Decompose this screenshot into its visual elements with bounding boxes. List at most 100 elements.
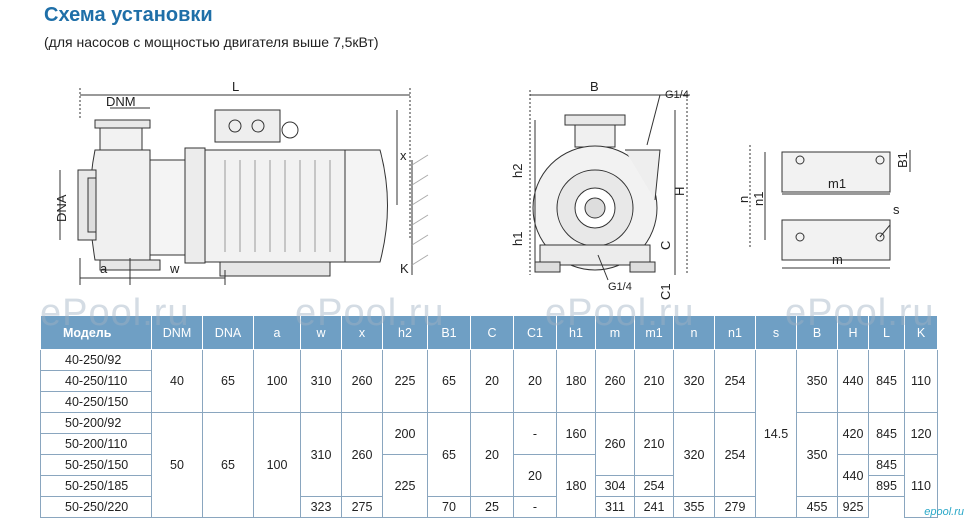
cell-a: 100 xyxy=(253,412,301,518)
cell-m1: 210 xyxy=(634,412,674,476)
cell-c1: - xyxy=(513,496,557,518)
cell-n: 320 xyxy=(673,349,715,413)
header-a: a xyxy=(253,315,301,350)
header-h1: h1 xyxy=(556,315,596,350)
cell-a: 100 xyxy=(253,349,301,413)
watermark: ePool.ru xyxy=(785,292,935,334)
watermark: ePool.ru xyxy=(545,292,695,334)
cell-b: 350 xyxy=(796,412,838,497)
dim-a: a xyxy=(100,261,108,276)
watermark: ePool.ru xyxy=(40,292,190,334)
cell-l: 845 xyxy=(868,454,905,476)
cell-dna: 65 xyxy=(202,412,254,518)
cell-x: 260 xyxy=(341,349,383,413)
watermark: ePool.ru xyxy=(295,292,445,334)
cell-b1: 65 xyxy=(427,349,471,413)
cell-l: 845 xyxy=(868,412,905,455)
model-cell: 40-250/150 xyxy=(40,391,152,413)
dim-h2: h2 xyxy=(510,164,525,178)
cell-b: 350 xyxy=(796,349,838,413)
cell-b1: 65 xyxy=(427,412,471,497)
dim-B: B xyxy=(590,79,599,94)
cell-c: 20 xyxy=(470,412,514,497)
cell-dnm: 50 xyxy=(151,412,203,518)
cell-m: 304 xyxy=(595,475,635,497)
cell-n1: 279 xyxy=(714,496,756,518)
header-w: w xyxy=(300,315,342,350)
cell-m: 260 xyxy=(595,412,635,476)
dim-DNA: DNA xyxy=(54,194,69,222)
cell-l: 895 xyxy=(868,475,905,497)
dim-G14-top: G1/4 xyxy=(665,89,689,101)
header-m: m xyxy=(595,315,635,350)
model-cell: 50-250/220 xyxy=(40,496,152,518)
cell-m: 311 xyxy=(595,496,635,518)
cell-h2: 225 xyxy=(382,349,428,413)
dim-n: n xyxy=(736,196,751,203)
cell-h2: 200 xyxy=(382,412,428,455)
cell-k: 110 xyxy=(904,349,938,413)
cell-h1: 180 xyxy=(556,454,596,518)
header-model: Модель xyxy=(40,315,152,350)
watermark-small: epool.ru xyxy=(924,506,964,518)
table-header-row: Модель DNM DNA a w x h2 B1 C C1 h1 m m1 … xyxy=(40,315,938,350)
cell-n1: 254 xyxy=(714,412,756,497)
dim-C1: C1 xyxy=(658,283,673,300)
header-m1: m1 xyxy=(634,315,674,350)
model-cell: 50-200/110 xyxy=(40,433,152,455)
cell-h2: 225 xyxy=(382,454,428,518)
table-row: 50-250/185 304 254 895 xyxy=(40,475,938,497)
header-n1: n1 xyxy=(714,315,756,350)
dim-C: C xyxy=(658,241,673,250)
spec-table: Модель DNM DNA a w x h2 B1 C C1 h1 m m1 … xyxy=(40,315,938,518)
cell-l: 845 xyxy=(868,349,905,413)
cell-x: 275 xyxy=(341,496,383,518)
model-cell: 50-250/150 xyxy=(40,454,152,476)
table-row: 40-250/110 xyxy=(40,370,938,392)
header-b: B xyxy=(796,315,838,350)
header-c: C xyxy=(470,315,514,350)
dim-x: x xyxy=(400,148,407,163)
table-row: 40-250/92 40 65 100 310 260 225 65 20 20… xyxy=(40,349,938,518)
model-cell: 50-250/185 xyxy=(40,475,152,497)
cell-w: 323 xyxy=(300,496,342,518)
page-title: Схема установки xyxy=(44,4,213,26)
model-cell: 40-250/110 xyxy=(40,370,152,392)
cell-b1: 70 xyxy=(427,496,471,518)
dim-h1: h1 xyxy=(510,232,525,246)
dim-K: K xyxy=(400,261,409,276)
dim-H: H xyxy=(672,187,687,196)
page-subtitle: (для насосов с мощностью двигателя выше … xyxy=(44,34,379,50)
header-c1: C1 xyxy=(513,315,557,350)
dim-m1: m1 xyxy=(828,176,846,191)
cell-n1: 254 xyxy=(714,349,756,413)
cell-c: 20 xyxy=(470,349,514,413)
table-row: 50-200/92 50 65 100 310 260 200 65 20 - … xyxy=(40,412,938,518)
dim-G14-bottom: G1/4 xyxy=(608,281,632,293)
cell-x: 260 xyxy=(341,412,383,497)
cell-m1: 254 xyxy=(634,475,674,497)
cell-h: 440 xyxy=(837,349,869,413)
dim-s: s xyxy=(893,202,900,217)
header-dna: DNA xyxy=(202,315,254,350)
cell-c1: - xyxy=(513,412,557,455)
cell-m: 260 xyxy=(595,349,635,413)
installation-drawing: L DNM DNA a w x K B G1/4 G1/4 h2 h1 H C … xyxy=(54,79,911,300)
cell-h1: 180 xyxy=(556,349,596,413)
cell-h1: 160 xyxy=(556,412,596,455)
cell-m1: 241 xyxy=(634,496,674,518)
header-s: s xyxy=(755,315,797,350)
cell-l: 925 xyxy=(837,496,869,518)
cell-c1: 20 xyxy=(513,454,557,497)
cell-s: 14.5 xyxy=(755,349,797,518)
dim-B1: B1 xyxy=(895,152,910,168)
table-row: 50-250/220 323 275 70 25 - 311 241 355 2… xyxy=(40,496,938,518)
dim-DNM: DNM xyxy=(106,94,136,109)
cell-k: 110 xyxy=(904,454,938,518)
table-row: 50-250/150 225 20 180 440 845 110 xyxy=(40,454,938,518)
cell-h: 420 xyxy=(837,412,869,455)
cell-w: 310 xyxy=(300,412,342,497)
cell-n: 355 xyxy=(673,496,715,518)
header-l: L xyxy=(868,315,905,350)
cell-m1: 210 xyxy=(634,349,674,413)
